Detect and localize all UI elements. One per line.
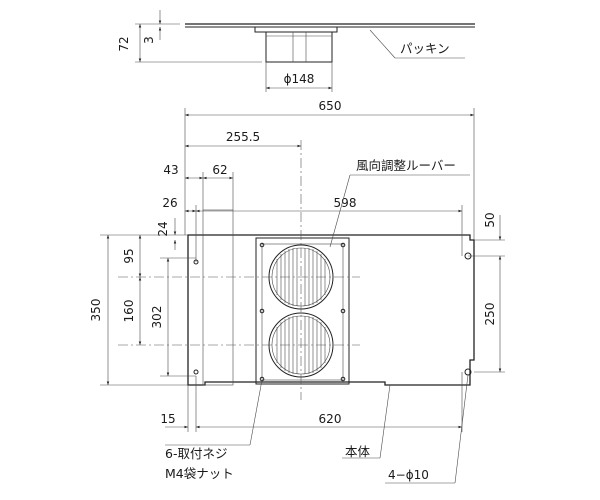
main-body-outline	[187, 234, 475, 386]
dim-72: 72	[117, 36, 131, 51]
label-gasket: パッキン	[400, 41, 450, 56]
dim-phi148: ϕ148	[284, 72, 315, 86]
label-main-body: 本体	[345, 444, 371, 459]
cylinder-body	[265, 31, 333, 63]
label-screws: 6-取付ネジ	[165, 446, 227, 461]
dim-4-phi10: 4−ϕ10	[388, 468, 429, 482]
dim-255-5: 255.5	[226, 130, 260, 144]
dim-160: 160	[122, 300, 136, 323]
dim-3: 3	[142, 36, 156, 44]
dim-95: 95	[122, 248, 136, 263]
front-view: 650 255.5 43 62 26 598 24 風向調整ルーバー 350	[89, 99, 505, 484]
gasket-shape	[254, 26, 338, 33]
left-screw-bottom	[193, 369, 199, 375]
dim-620: 620	[319, 412, 342, 426]
louver-panel	[255, 237, 350, 385]
dim-50: 50	[483, 212, 497, 227]
dim-598: 598	[334, 196, 357, 210]
label-nuts: M4袋ナット	[165, 466, 234, 481]
dim-350: 350	[89, 299, 103, 322]
dim-302: 302	[150, 306, 164, 329]
dim-43: 43	[163, 163, 178, 177]
side-box	[202, 209, 234, 386]
dim-24: 24	[156, 221, 170, 236]
dim-250: 250	[483, 303, 497, 326]
dim-62: 62	[212, 163, 227, 177]
dim-650: 650	[319, 99, 342, 113]
label-louver: 風向調整ルーバー	[356, 158, 456, 173]
dim-26: 26	[162, 196, 177, 210]
top-view: 72 3 ϕ148 パッキン	[117, 10, 475, 92]
dim-15: 15	[160, 412, 175, 426]
